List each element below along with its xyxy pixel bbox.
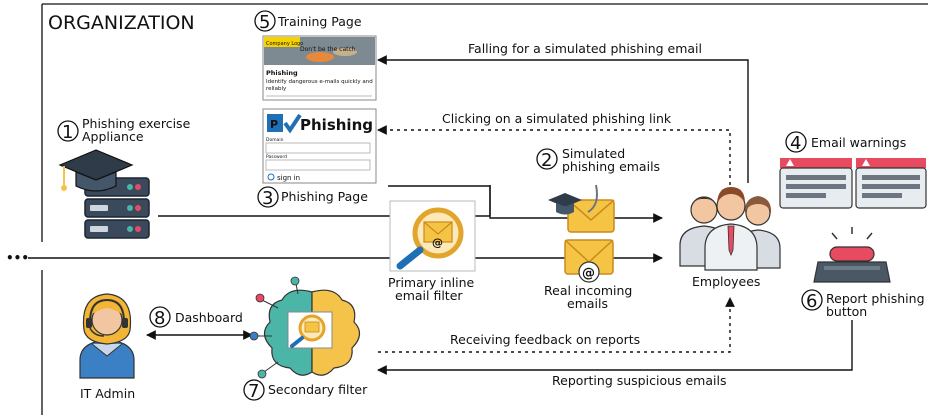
svg-text:sign in: sign in: [277, 174, 300, 182]
employees-icon: [679, 187, 781, 271]
svg-text:Company Logo: Company Logo: [266, 41, 303, 47]
svg-text:Domain: Domain: [266, 137, 284, 143]
svg-text:Identify dangerous e-mails qui: Identify dangerous e-mails quickly and: [266, 79, 373, 85]
step-number-6: 6: [801, 289, 823, 312]
svg-text:@: @: [582, 266, 595, 281]
flow-feedback-label: Receiving feedback on reports: [450, 332, 640, 347]
report-button-label-line1: Report phishing: [826, 291, 925, 306]
graduation-cap-icon: [58, 149, 134, 192]
step-number-5: 5: [254, 10, 276, 33]
training-page-thumbnail: Company Logo Don't be the catch Phishing…: [262, 35, 377, 101]
step-number-4: 4: [785, 131, 807, 154]
it-admin-label: IT Admin: [80, 386, 135, 401]
real-emails-label-line2: emails: [567, 296, 608, 311]
flow-reporting-label: Reporting suspicious emails: [552, 373, 726, 388]
flow-reporting-arrow: [377, 320, 853, 375]
primary-filter-label-line1: Primary inline: [388, 275, 475, 290]
email-warnings-label: Email warnings: [811, 135, 906, 150]
svg-text:7: 7: [248, 381, 259, 402]
secondary-filter-label: Secondary filter: [268, 382, 368, 397]
report-button-label-line2: button: [826, 304, 867, 319]
brain-filter-icon: [249, 276, 361, 379]
svg-text:Phishing: Phishing: [300, 116, 373, 134]
flow-appliance-to-phishing-page: [388, 185, 491, 216]
real-email-envelope-icon: @: [564, 239, 614, 283]
svg-text:@: @: [432, 236, 443, 249]
simulated-email-envelope-icon: [567, 184, 615, 233]
organization-boundary: [41, 3, 928, 415]
step-number-7: 7: [243, 379, 265, 402]
fishing-hook-graduation-icon: [548, 193, 582, 215]
flow-falling-label: Falling for a simulated phishing email: [468, 41, 702, 56]
svg-text:5: 5: [259, 12, 270, 33]
warning-email-icon-left: [779, 158, 853, 209]
employees-label: Employees: [692, 274, 760, 289]
step-number-8: 8: [149, 306, 171, 329]
svg-text:6: 6: [806, 291, 817, 312]
flow-clicking-arrow: [377, 125, 731, 192]
svg-text:reliably: reliably: [266, 86, 287, 92]
svg-text:Password: Password: [266, 154, 287, 160]
step-number-2: 2: [536, 148, 558, 171]
real-emails-label-line1: Real incoming: [544, 283, 632, 298]
magnifier-envelope-icon: @: [389, 200, 476, 272]
training-page-label: Training Page: [277, 14, 362, 29]
organization-title: ORGANIZATION: [48, 12, 195, 34]
flow-appliance-to-employees: [158, 185, 663, 223]
it-admin-icon: [79, 293, 135, 379]
ellipsis: •••: [6, 251, 29, 265]
primary-filter-label-line2: email filter: [395, 288, 463, 303]
flow-falling-arrow: [377, 55, 749, 183]
svg-text:3: 3: [262, 188, 273, 209]
phishing-page-thumbnail: P Phishing Domain Password sign in: [262, 108, 377, 184]
sim-emails-label-line1: Simulated: [562, 146, 625, 161]
dashboard-label: Dashboard: [175, 310, 243, 325]
step-number-1: 1: [57, 120, 79, 143]
svg-text:Phishing: Phishing: [266, 69, 298, 77]
report-button-icon: [813, 227, 891, 283]
sim-emails-label-line2: phishing emails: [562, 159, 660, 174]
step-number-3: 3: [257, 186, 279, 209]
flow-clicking-label: Clicking on a simulated phishing link: [442, 111, 672, 126]
flow-feedback-arrow: [378, 297, 735, 353]
svg-text:8: 8: [154, 308, 165, 329]
warning-email-icon-right: [855, 158, 927, 209]
svg-text:Don't be the catch: Don't be the catch: [300, 46, 356, 53]
appliance-label-line2: Appliance: [82, 129, 144, 144]
svg-text:4: 4: [790, 133, 801, 154]
svg-text:2: 2: [541, 150, 552, 171]
svg-text:P: P: [270, 118, 278, 131]
svg-text:1: 1: [62, 122, 73, 143]
appliance-label-line1: Phishing exercise: [82, 116, 191, 131]
phishing-page-label: Phishing Page: [281, 189, 368, 204]
